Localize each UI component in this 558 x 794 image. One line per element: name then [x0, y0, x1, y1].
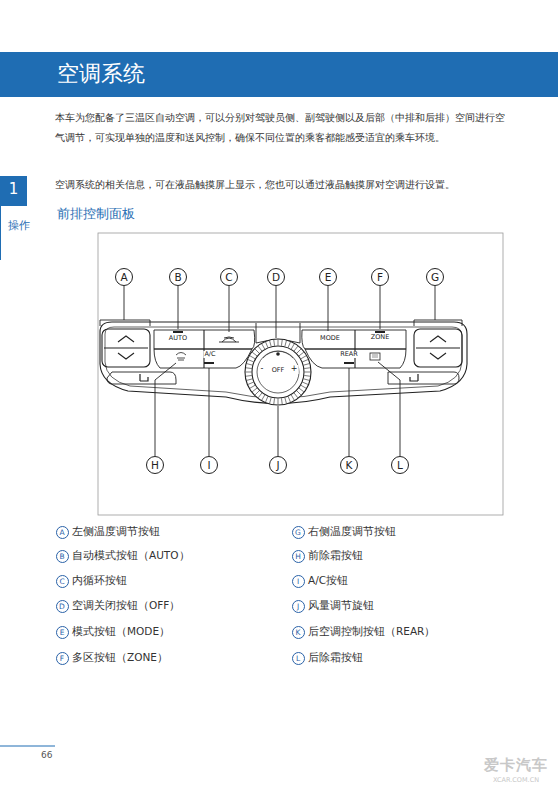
callout-letter: L	[397, 460, 403, 471]
legend-item: 自动模式按钮（AUTO）	[72, 549, 190, 563]
figure-frame	[98, 233, 503, 515]
header-band	[0, 52, 558, 97]
callout-letter: D	[59, 603, 65, 611]
callout-letter: I	[207, 460, 210, 471]
callout-letter: L	[296, 655, 300, 663]
legend-letter-circle: I	[292, 575, 305, 588]
panel-text: -	[260, 365, 265, 374]
callout-letter: F	[377, 272, 383, 283]
callout-letter: J	[276, 460, 279, 471]
callout-circle: K	[340, 456, 358, 474]
panel-text: OFF	[271, 367, 286, 374]
legend-item: 空调关闭按钮（OFF）	[72, 599, 180, 613]
legend-letter-circle: H	[292, 550, 305, 563]
callout-letter: I	[297, 578, 299, 586]
body-paragraph: 本车为您配备了三温区自动空调，可以分别对驾驶员侧、副驾驶侧以及后部（中排和后排）…	[55, 108, 507, 147]
callout-circle: G	[426, 268, 444, 286]
chapter-number: 1	[9, 180, 19, 198]
callout-letter: C	[59, 578, 64, 586]
callout-letter: B	[59, 553, 64, 561]
legend-item: 多区按钮（ZONE）	[72, 651, 168, 665]
callout-letter: E	[325, 272, 332, 283]
legend-letter-circle: E	[56, 626, 69, 639]
legend-item: 前除霜按钮	[308, 549, 363, 563]
callout-letter: E	[60, 629, 65, 637]
callout-circle: H	[146, 456, 164, 474]
legend-letter-circle: G	[292, 526, 305, 539]
panel-text: AUTO	[168, 335, 188, 342]
page-number: 66	[41, 750, 52, 760]
legend-item: 右侧温度调节按钮	[308, 525, 396, 539]
callout-circle: L	[391, 456, 409, 474]
callout-letter: B	[174, 272, 181, 283]
callout-letter: H	[151, 460, 159, 471]
panel-text: A/C	[203, 351, 216, 358]
callout-circle: C	[220, 268, 238, 286]
legend-item: 左侧温度调节按钮	[72, 525, 160, 539]
tab-rule	[0, 176, 1, 260]
legend-letter-circle: C	[56, 575, 69, 588]
callout-letter: H	[295, 553, 301, 561]
body-paragraph: 空调系统的相关信息，可在液晶触摸屏上显示，您也可以通过液晶触摸屏对空调进行设置。	[55, 175, 507, 195]
legend-item: A/C按钮	[308, 574, 348, 588]
watermark: XCAR.COM.CN	[493, 776, 539, 784]
callout-circle: J	[269, 456, 287, 474]
callout-circle: A	[115, 268, 133, 286]
panel-text: MODE	[319, 335, 341, 342]
legend-letter-circle: L	[292, 652, 305, 665]
callout-circle: D	[267, 268, 285, 286]
callout-letter: D	[272, 272, 280, 283]
legend-item: 后空调控制按钮（REAR）	[308, 625, 435, 639]
callout-letter: G	[295, 529, 301, 537]
callout-letter: C	[225, 272, 232, 283]
legend-item: 模式按钮（MODE）	[72, 625, 170, 639]
callout-letter: A	[120, 272, 127, 283]
callout-letter: J	[297, 603, 299, 611]
legend-item: 风量调节旋钮	[308, 599, 374, 613]
callout-letter: K	[346, 460, 353, 471]
chapter-name: 操作	[8, 220, 19, 232]
callout-circle: I	[200, 456, 218, 474]
callout-circle: B	[169, 268, 187, 286]
legend-letter-circle: K	[292, 626, 305, 639]
panel-text: +	[290, 365, 299, 374]
section-heading: 前排控制面板	[57, 206, 135, 223]
legend-letter-circle: B	[56, 550, 69, 563]
callout-letter: A	[59, 529, 64, 537]
legend-letter-circle: A	[56, 526, 69, 539]
legend-item: 后除霜按钮	[308, 651, 363, 665]
legend-letter-circle: F	[56, 652, 69, 665]
footer-rule	[0, 746, 55, 747]
leader-lines	[100, 286, 462, 456]
callout-letter: K	[296, 629, 301, 637]
legend-letter-circle: D	[56, 600, 69, 613]
panel-text: REAR	[339, 351, 359, 358]
callout-circle: F	[371, 268, 389, 286]
callout-letter: G	[431, 272, 439, 283]
panel-text: ZONE	[370, 334, 391, 341]
callout-letter: F	[60, 655, 64, 663]
chapter-tab	[0, 176, 27, 206]
legend-letter-circle: J	[292, 600, 305, 613]
callout-circle: E	[319, 268, 337, 286]
legend-item: 内循环按钮	[72, 574, 127, 588]
page-title: 空调系统	[57, 60, 145, 88]
watermark: 爱卡汽车	[484, 756, 548, 775]
